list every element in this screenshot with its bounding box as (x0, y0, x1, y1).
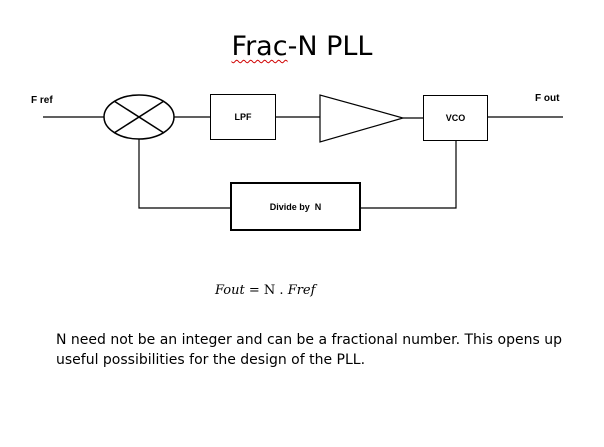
explanation-text: N need not be an integer and can be a fr… (56, 332, 562, 368)
vco-block: VCO (423, 95, 488, 141)
output-label: F out (535, 93, 560, 104)
vco-label: VCO (445, 113, 466, 123)
divider-label: Divide by N (269, 201, 322, 212)
title-spellcheck-word: Frac (231, 31, 288, 62)
formula-lhs: Fout (215, 283, 245, 298)
feedback-wire-right (361, 141, 457, 209)
divider-block: Divide by N (230, 182, 361, 231)
slide-title: Frac-N PLL (0, 30, 604, 64)
lpf-label: LPF (234, 112, 252, 122)
frequency-formula: Fout = N . Fref (215, 283, 315, 298)
input-label: F ref (31, 95, 53, 106)
title-rest: -N PLL (287, 31, 373, 62)
amplifier-triangle (319, 94, 406, 143)
formula-n: N (263, 283, 276, 298)
formula-dot: . (275, 283, 288, 298)
feedback-wire-left (138, 139, 231, 209)
formula-rhs: Fref (287, 283, 316, 298)
lpf-block: LPF (210, 94, 276, 140)
formula-equals: = (244, 283, 264, 298)
mixer-symbol (103, 94, 175, 140)
